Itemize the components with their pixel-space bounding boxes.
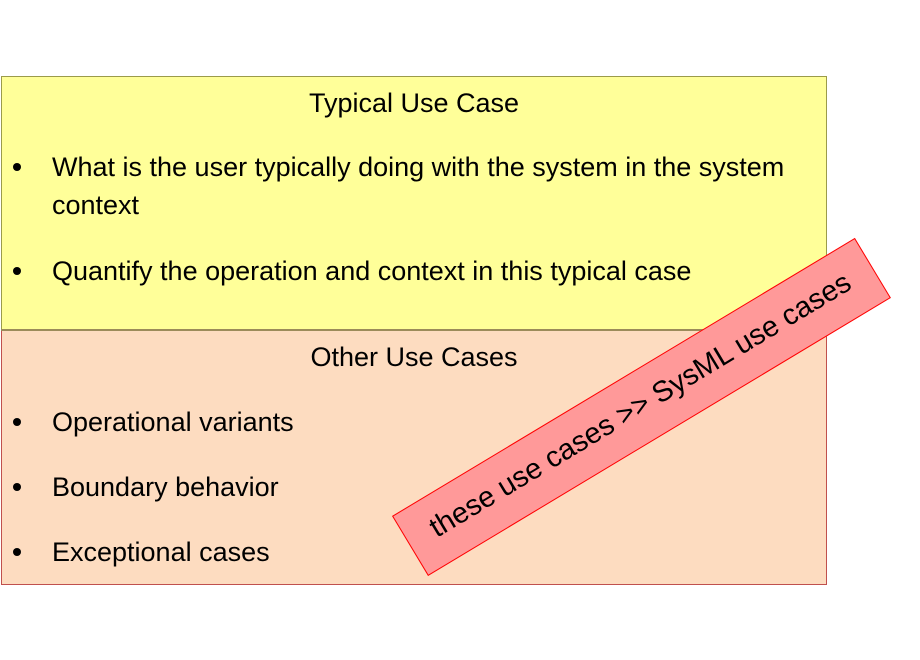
typical-use-case-panel: Typical Use Case What is the user typica… (1, 76, 827, 331)
bullet-text: What is the user typically doing with th… (52, 152, 785, 220)
bullet-text: Operational variants (52, 407, 294, 437)
other-use-cases-title: Other Use Cases (310, 342, 518, 372)
bullet-text: Quantify the operation and context in th… (52, 256, 692, 286)
bullet-text: Boundary behavior (52, 472, 279, 502)
bullet-icon (13, 483, 21, 491)
bullet-icon (13, 548, 21, 556)
bullet-icon (13, 163, 21, 171)
bullet-icon (13, 267, 21, 275)
typical-use-case-title: Typical Use Case (308, 88, 520, 118)
bullet-icon (13, 418, 21, 426)
panel-divider (1, 329, 827, 331)
bullet-text: Exceptional cases (52, 537, 270, 567)
